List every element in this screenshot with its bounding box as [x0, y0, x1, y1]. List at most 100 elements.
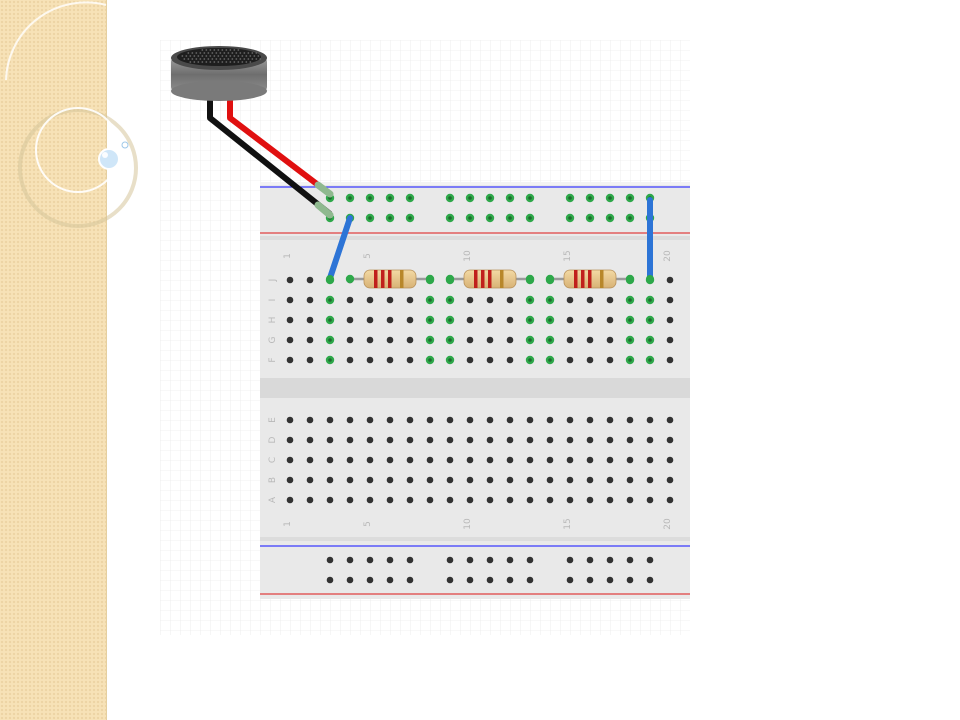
breadboard-hole: [506, 436, 514, 444]
breadboard-hole: [286, 316, 294, 324]
breadboard-hole: [386, 356, 394, 364]
breadboard-hole: [366, 316, 374, 324]
breadboard-hole: [406, 436, 414, 444]
breadboard-hole: [506, 456, 514, 464]
breadboard-hole: [346, 296, 354, 304]
rail-hole: [646, 576, 654, 584]
breadboard-hole: [286, 276, 294, 284]
column-number: 15: [563, 518, 573, 529]
breadboard-hole: [326, 436, 334, 444]
breadboard-hole: [486, 456, 494, 464]
jumper-wires: [327, 197, 653, 281]
breadboard-hole: [466, 476, 474, 484]
breadboard-hole: [306, 276, 314, 284]
column-number: 20: [663, 250, 673, 262]
breadboard-hole: [646, 456, 654, 464]
breadboard-hole: [426, 456, 434, 464]
rail-hole: [566, 576, 574, 584]
breadboard-hole: [306, 356, 314, 364]
breadboard-hole: [566, 296, 574, 304]
breadboard-hole: [366, 496, 374, 504]
breadboard-hole: [586, 436, 594, 444]
breadboard-hole: [446, 496, 454, 504]
breadboard-hole: [606, 336, 614, 344]
rail-hole: [526, 576, 534, 584]
red-wire-tip: [314, 181, 334, 198]
breadboard-hole: [366, 336, 374, 344]
breadboard-hole: [606, 436, 614, 444]
rail-hole: [466, 576, 474, 584]
rail-hole: [326, 556, 334, 564]
breadboard-hole: [586, 476, 594, 484]
breadboard-hole: [386, 336, 394, 344]
breadboard-hole: [406, 336, 414, 344]
breadboard-hole: [286, 296, 294, 304]
rail-hole: [406, 576, 414, 584]
breadboard-hole: [346, 476, 354, 484]
rail-hole: [386, 576, 394, 584]
breadboard-hole: [306, 436, 314, 444]
breadboard-hole: [346, 316, 354, 324]
column-number: 15: [563, 250, 573, 261]
breadboard-hole: [666, 436, 674, 444]
breadboard-hole: [586, 316, 594, 324]
breadboard-hole: [306, 456, 314, 464]
breadboard-hole: [546, 416, 554, 424]
breadboard-hole: [406, 296, 414, 304]
rail-hole: [466, 556, 474, 564]
column-number: 10: [463, 518, 473, 530]
breadboard-hole: [446, 476, 454, 484]
breadboard-hole: [606, 356, 614, 364]
breadboard-hole: [646, 416, 654, 424]
breadboard-hole: [406, 316, 414, 324]
breadboard-hole: [486, 436, 494, 444]
red-wire: [227, 95, 332, 197]
breadboard-hole: [666, 496, 674, 504]
deco-ring-inner: [35, 107, 121, 193]
rail-hole: [566, 556, 574, 564]
breadboard-hole: [666, 416, 674, 424]
breadboard-hole: [366, 436, 374, 444]
breadboard-hole: [626, 456, 634, 464]
breadboard-hole: [466, 416, 474, 424]
breadboard-hole: [466, 456, 474, 464]
breadboard-hole: [566, 336, 574, 344]
breadboard-hole: [446, 416, 454, 424]
breadboard-hole: [626, 416, 634, 424]
breadboard-hole: [506, 316, 514, 324]
breadboard-hole: [406, 456, 414, 464]
breadboard-hole: [466, 496, 474, 504]
breadboard-hole: [546, 476, 554, 484]
breadboard-hole: [286, 496, 294, 504]
rail-hole: [446, 556, 454, 564]
breadboard-hole: [346, 336, 354, 344]
breadboard-hole: [626, 476, 634, 484]
breadboard-hole: [526, 476, 534, 484]
breadboard-hole: [666, 476, 674, 484]
microphone-icon: [171, 46, 267, 101]
resistor-icon: [545, 269, 635, 289]
breadboard-hole: [506, 356, 514, 364]
breadboard-hole: [326, 416, 334, 424]
breadboard-hole: [426, 436, 434, 444]
column-number: 5: [363, 253, 373, 259]
breadboard-hole: [326, 496, 334, 504]
breadboard-hole: [606, 456, 614, 464]
rail-hole: [626, 576, 634, 584]
row-label: H: [268, 317, 278, 324]
row-label: F: [268, 357, 278, 362]
rail-hole: [446, 576, 454, 584]
breadboard-hole: [526, 416, 534, 424]
breadboard-hole: [606, 416, 614, 424]
row-label: G: [268, 336, 278, 343]
breadboard-hole: [366, 416, 374, 424]
breadboard-hole: [486, 416, 494, 424]
breadboard-hole: [526, 436, 534, 444]
breadboard-hole: [386, 296, 394, 304]
breadboard-hole: [466, 336, 474, 344]
resistors: [326, 269, 654, 289]
breadboard-hole: [566, 436, 574, 444]
breadboard-hole: [286, 436, 294, 444]
breadboard-hole: [446, 456, 454, 464]
